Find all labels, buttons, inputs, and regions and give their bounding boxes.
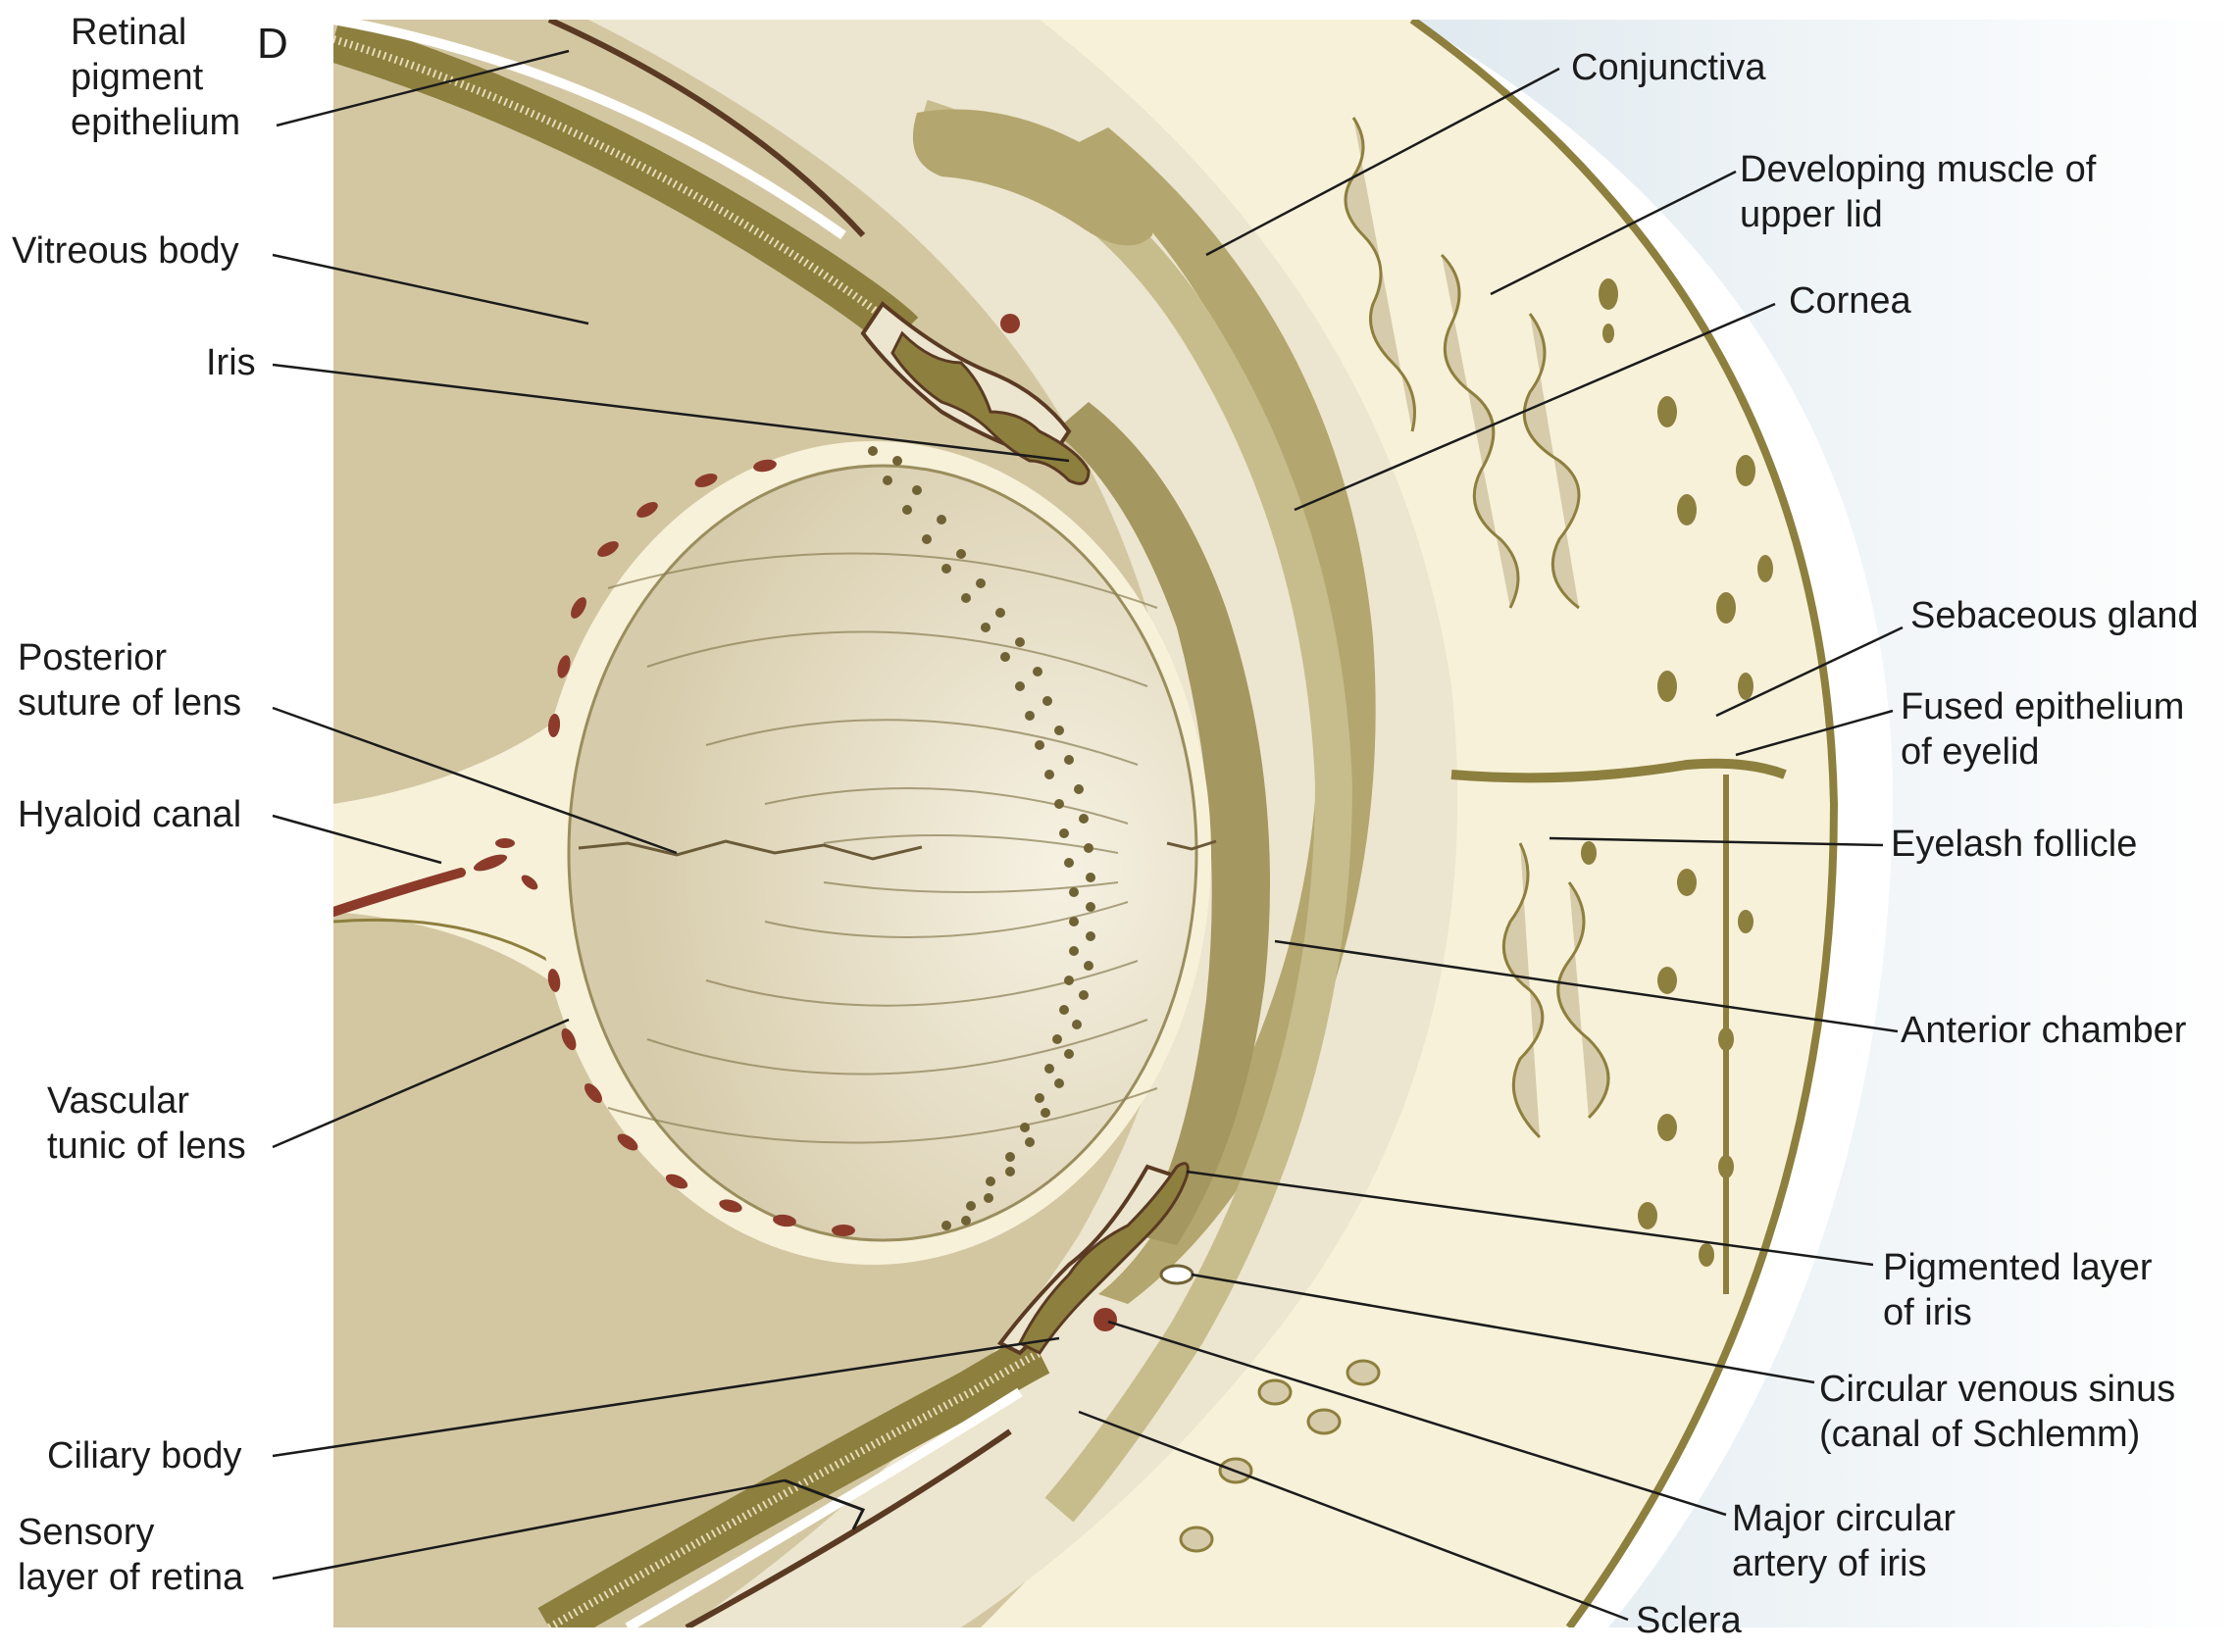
eyelid-spots bbox=[1581, 278, 1773, 1267]
leader-hyaloid-canal bbox=[272, 814, 442, 865]
label-sclera: Sclera bbox=[1636, 1600, 1742, 1641]
leader-anterior-chamber bbox=[1274, 939, 1899, 1033]
retina-lower-white bbox=[625, 1387, 1023, 1627]
leader-developing-muscle bbox=[1490, 170, 1737, 296]
label-retinal-pigment-epithelium: Retinal pigment epithelium bbox=[71, 12, 241, 143]
label-sebaceous-gland: Sebaceous gland bbox=[1910, 595, 2199, 636]
label-sensory-layer-of-retina: Sensory layer of retina bbox=[18, 1512, 244, 1598]
outside-tint bbox=[1412, 20, 2236, 1627]
upper-lid-muscle bbox=[912, 109, 1153, 246]
leader-circular-venous-sinus bbox=[1191, 1273, 1815, 1384]
panel-letter: D bbox=[257, 20, 288, 68]
lower-lid-glands bbox=[1179, 1359, 1381, 1553]
label-major-circular-artery-of-iris: Major circular artery of iris bbox=[1732, 1498, 1956, 1584]
retina-upper-white bbox=[333, 20, 846, 240]
leader-sensory-layer bbox=[272, 1478, 786, 1580]
leader-conjunctiva bbox=[1205, 67, 1560, 257]
leader-retinal-pigment-epithelium bbox=[276, 49, 570, 127]
iris-upper bbox=[890, 330, 1091, 485]
label-developing-muscle-of-upper-lid: Developing muscle of upper lid bbox=[1740, 149, 2097, 235]
label-ciliary-body: Ciliary body bbox=[47, 1435, 242, 1477]
leader-pigmented-layer bbox=[1186, 1170, 1874, 1267]
conjunctiva-layer bbox=[916, 99, 1353, 1523]
major-circular-artery bbox=[1093, 1308, 1117, 1331]
leader-iris bbox=[272, 363, 1070, 463]
leader-major-circular-artery bbox=[1107, 1320, 1727, 1517]
retina-upper bbox=[333, 20, 919, 350]
eyelid bbox=[981, 20, 1834, 1627]
lens-fibers bbox=[607, 552, 1158, 1144]
iris-lower bbox=[1017, 1162, 1190, 1355]
label-vitreous-body: Vitreous body bbox=[12, 230, 239, 272]
vascular-tunic-vessels bbox=[473, 459, 855, 1236]
fused-eyelid-line bbox=[1450, 758, 1787, 783]
anterior-chamber-band bbox=[1054, 402, 1270, 1245]
leader-fused-epithelium bbox=[1735, 709, 1894, 757]
hyaloid-artery bbox=[333, 868, 466, 917]
posterior-suture bbox=[578, 839, 923, 861]
canal-of-schlemm bbox=[1159, 1264, 1194, 1285]
label-posterior-suture-of-lens: Posterior suture of lens bbox=[18, 637, 242, 724]
retina-upper-dark bbox=[547, 20, 866, 238]
leader-cornea bbox=[1294, 302, 1776, 512]
label-fused-epithelium-of-eyelid: Fused epithelium of eyelid bbox=[1901, 686, 2185, 773]
label-iris: Iris bbox=[206, 342, 256, 383]
leader-vitreous-body bbox=[272, 253, 589, 325]
anterior-suture bbox=[1166, 839, 1217, 851]
eyelid-border bbox=[1409, 20, 1839, 1627]
retina-lower-stripe bbox=[547, 1349, 1042, 1627]
leader-sclera bbox=[1078, 1410, 1629, 1622]
label-cornea: Cornea bbox=[1789, 280, 1911, 322]
leader-eyelash-follicle bbox=[1549, 836, 1884, 847]
sensory-layer-bracket bbox=[784, 1478, 866, 1530]
upper-artery-dot bbox=[1000, 314, 1020, 333]
label-vascular-tunic-of-lens: Vascular tunic of lens bbox=[47, 1080, 246, 1167]
label-circular-venous-sinus: Circular venous sinus (canal of Schlemm) bbox=[1819, 1369, 2176, 1455]
leader-sebaceous-gland bbox=[1715, 626, 1904, 718]
lens bbox=[567, 464, 1198, 1242]
leader-ciliary-body bbox=[272, 1336, 1060, 1458]
lens-equator-dots bbox=[868, 446, 1095, 1230]
label-eyelash-follicle: Eyelash follicle bbox=[1891, 824, 2138, 865]
label-anterior-chamber: Anterior chamber bbox=[1901, 1010, 2187, 1051]
leader-posterior-suture bbox=[272, 706, 678, 855]
label-hyaloid-canal: Hyaloid canal bbox=[18, 794, 242, 835]
label-pigmented-layer-of-iris: Pigmented layer of iris bbox=[1883, 1247, 2153, 1333]
retina-lower-dark bbox=[685, 1428, 1012, 1627]
leader-vascular-tunic bbox=[272, 1018, 570, 1149]
leader-lines bbox=[272, 49, 1904, 1622]
label-conjunctiva: Conjunctiva bbox=[1571, 47, 1766, 88]
